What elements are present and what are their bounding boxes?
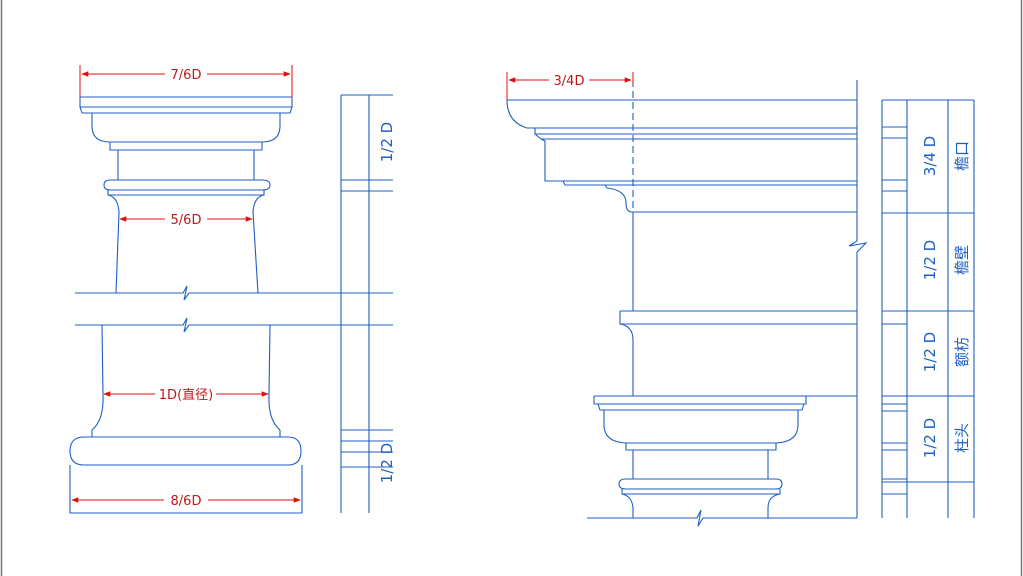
right-capital-astragal: [618, 478, 783, 490]
capital-echinus: [91, 113, 281, 143]
dim-projection: 3/4D: [554, 74, 585, 89]
capital-abacus: [79, 96, 293, 108]
left-scale-lower-label: 1/2 D: [378, 443, 396, 483]
scale-name-frieze: 檐壁: [953, 245, 971, 275]
right-break-line: [848, 80, 868, 518]
right-capital-abacus: [593, 395, 857, 405]
lower-shaft: [91, 324, 281, 431]
left-column-drawing: [69, 96, 393, 514]
left-scale-strip: [340, 94, 393, 513]
capital-astragal: [103, 179, 271, 191]
right-entablature-drawing: [506, 80, 868, 527]
scale-size-cornice: 3/4 D: [921, 136, 939, 176]
scale-size-capital: 1/2 D: [921, 418, 939, 458]
scale-name-architrave: 额枋: [953, 337, 971, 367]
right-bottom-break-line: [587, 509, 857, 527]
scale-name-capital: 柱头: [953, 423, 971, 453]
upper-shaft: [107, 194, 265, 294]
dim-base-width: 8/6D: [171, 494, 202, 509]
cornice-cyma: [506, 99, 857, 129]
break-line-lower: [75, 317, 393, 333]
break-line-upper: [75, 285, 393, 301]
base-plinth: [69, 465, 303, 514]
left-dimensions: [71, 65, 301, 503]
architrave-band: [619, 310, 857, 341]
base-torus: [69, 436, 302, 466]
left-scale-upper-label: 1/2 D: [378, 122, 396, 162]
scale-size-frieze: 1/2 D: [921, 240, 939, 280]
scale-size-architrave: 1/2 D: [921, 332, 939, 372]
dim-neck-width: 5/6D: [171, 213, 202, 228]
cornice-corona: [540, 138, 857, 182]
right-scale-table: [881, 99, 975, 518]
dim-shaft-width: 1D(直径): [159, 388, 213, 403]
dim-top-width: 7/6D: [171, 68, 202, 83]
capital-neck: [117, 150, 255, 180]
scale-name-cornice: 檐口: [953, 141, 971, 171]
cornice-bed-moulding: [604, 184, 633, 213]
right-dimensions: [506, 72, 634, 100]
right-capital-echinus: [603, 410, 799, 444]
